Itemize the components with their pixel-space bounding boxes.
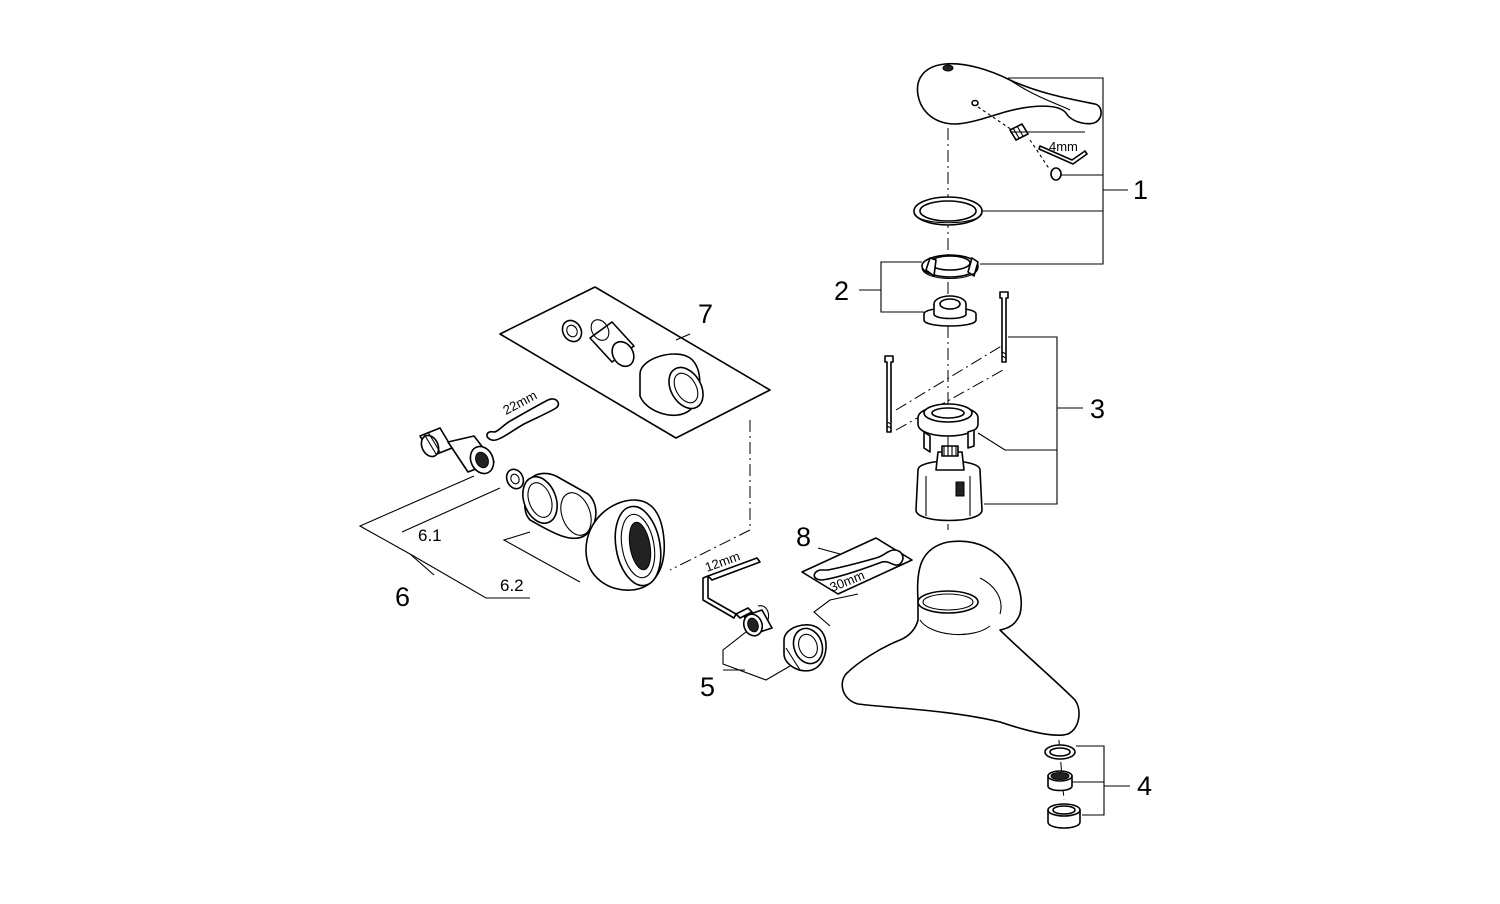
callout-6-1: 6.1 [418, 526, 442, 545]
callout-8: 8 [796, 522, 811, 552]
callout-5: 5 [700, 672, 715, 702]
lever-handle [916, 62, 1102, 125]
aerator-insert [1047, 770, 1073, 792]
s-union-6-1 [419, 427, 495, 475]
wrench-30mm-box: 30mm [801, 537, 913, 595]
mixer-body [841, 540, 1080, 737]
washer-6-1 [505, 468, 525, 490]
s-union [742, 605, 773, 637]
hex-key-4mm: 4mm [1038, 139, 1088, 165]
callout-7: 7 [698, 299, 713, 329]
callout-3: 3 [1090, 394, 1105, 424]
callout-6: 6 [395, 582, 410, 612]
cartridge-adapter [923, 295, 977, 327]
sleeve-6-2 [522, 472, 597, 540]
rosette-6-2 [585, 499, 666, 591]
aerator-washer [1044, 744, 1076, 760]
callout-1: 1 [1133, 175, 1148, 205]
union-nut [783, 624, 827, 672]
cartridge-flange [917, 403, 979, 453]
callout-6-2: 6.2 [500, 576, 524, 595]
long-bolt-left [884, 355, 894, 433]
callout-4: 4 [1137, 771, 1152, 801]
s-union-kit-box [499, 286, 771, 439]
callout-2: 2 [834, 276, 849, 306]
wrench-22mm: 22mm [486, 387, 560, 442]
hex-key-4mm-label: 4mm [1049, 139, 1078, 154]
ceramic-cartridge [915, 445, 983, 522]
handle-sleeve-ring [913, 196, 983, 226]
aerator-housing [1047, 803, 1081, 829]
cover-cap [1029, 139, 1062, 181]
leader-lines [358, 77, 1130, 816]
long-bolt-right [999, 291, 1009, 363]
hex-key-12mm: 12mm [702, 548, 761, 619]
retaining-clip [921, 254, 979, 279]
callout-labels: 1 2 3 4 5 6 6.1 6.2 7 8 [395, 175, 1152, 801]
